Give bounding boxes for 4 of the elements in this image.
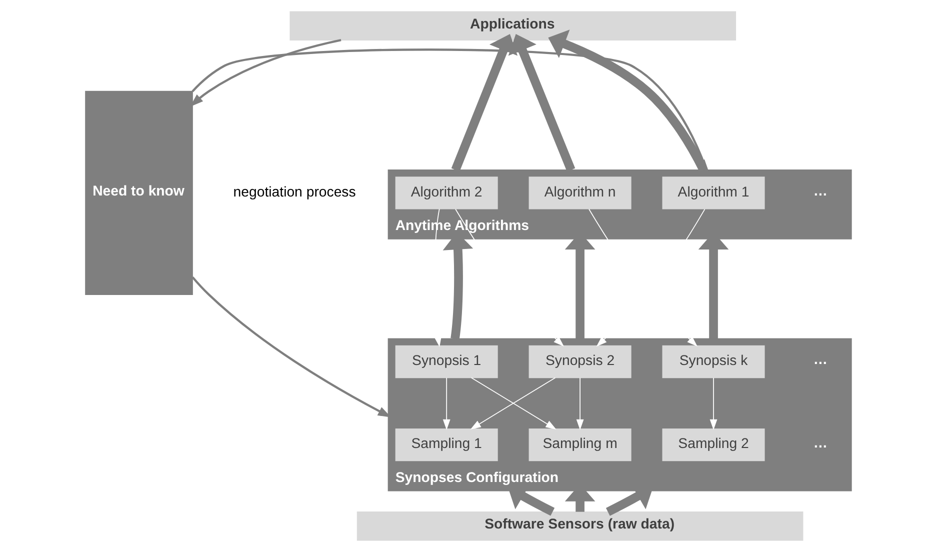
label: … <box>812 434 828 450</box>
label: … <box>812 351 828 368</box>
label: … <box>812 182 828 198</box>
label: negotiation process <box>232 183 356 200</box>
